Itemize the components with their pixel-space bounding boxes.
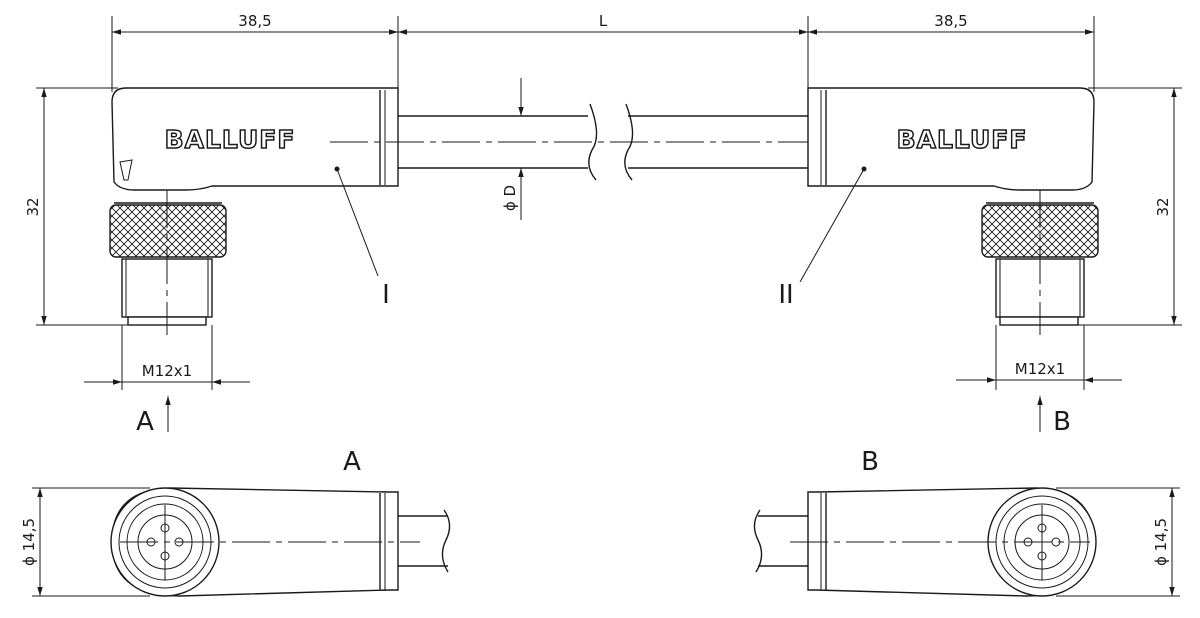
diameter-dimension-left <box>32 487 150 597</box>
dim-height-left: 32 <box>24 197 42 216</box>
right-height-dimension <box>1078 87 1182 326</box>
end-view-right <box>753 487 1097 597</box>
dim-right-length: 38,5 <box>934 12 967 30</box>
dim-height-right: 32 <box>1154 197 1172 216</box>
right-connector <box>807 87 1099 335</box>
dim-diameter-left: ϕ 14,5 <box>20 518 38 566</box>
dim-thread-right: M12x1 <box>1015 360 1065 378</box>
view-arrow-left-label: A <box>136 407 154 437</box>
part-label-right: II <box>778 280 793 310</box>
view-title-left: A <box>343 447 361 477</box>
dim-cable-diameter: ϕ D <box>501 185 519 211</box>
view-arrow-right-label: B <box>1053 407 1071 437</box>
left-connector <box>109 87 399 335</box>
cable <box>330 78 880 220</box>
diameter-dimension-right <box>1056 487 1180 597</box>
part-label-left: I <box>382 280 390 310</box>
brand-logo-right: BALLUFF <box>897 125 1028 154</box>
leader-line-right <box>799 168 865 283</box>
thread-dimension-right <box>956 325 1122 390</box>
view-title-right: B <box>861 447 879 477</box>
dim-thread-left: M12x1 <box>142 362 192 380</box>
left-height-dimension <box>36 87 130 326</box>
dim-cable-length: L <box>599 12 608 30</box>
dim-left-length: 38,5 <box>238 12 271 30</box>
brand-logo-left: BALLUFF <box>165 125 296 154</box>
top-dimension-lines <box>111 16 1095 92</box>
end-view-left <box>110 487 451 597</box>
thread-dimension-left <box>84 325 250 390</box>
dim-diameter-right: ϕ 14,5 <box>1152 518 1170 566</box>
leader-line-left <box>336 168 379 277</box>
